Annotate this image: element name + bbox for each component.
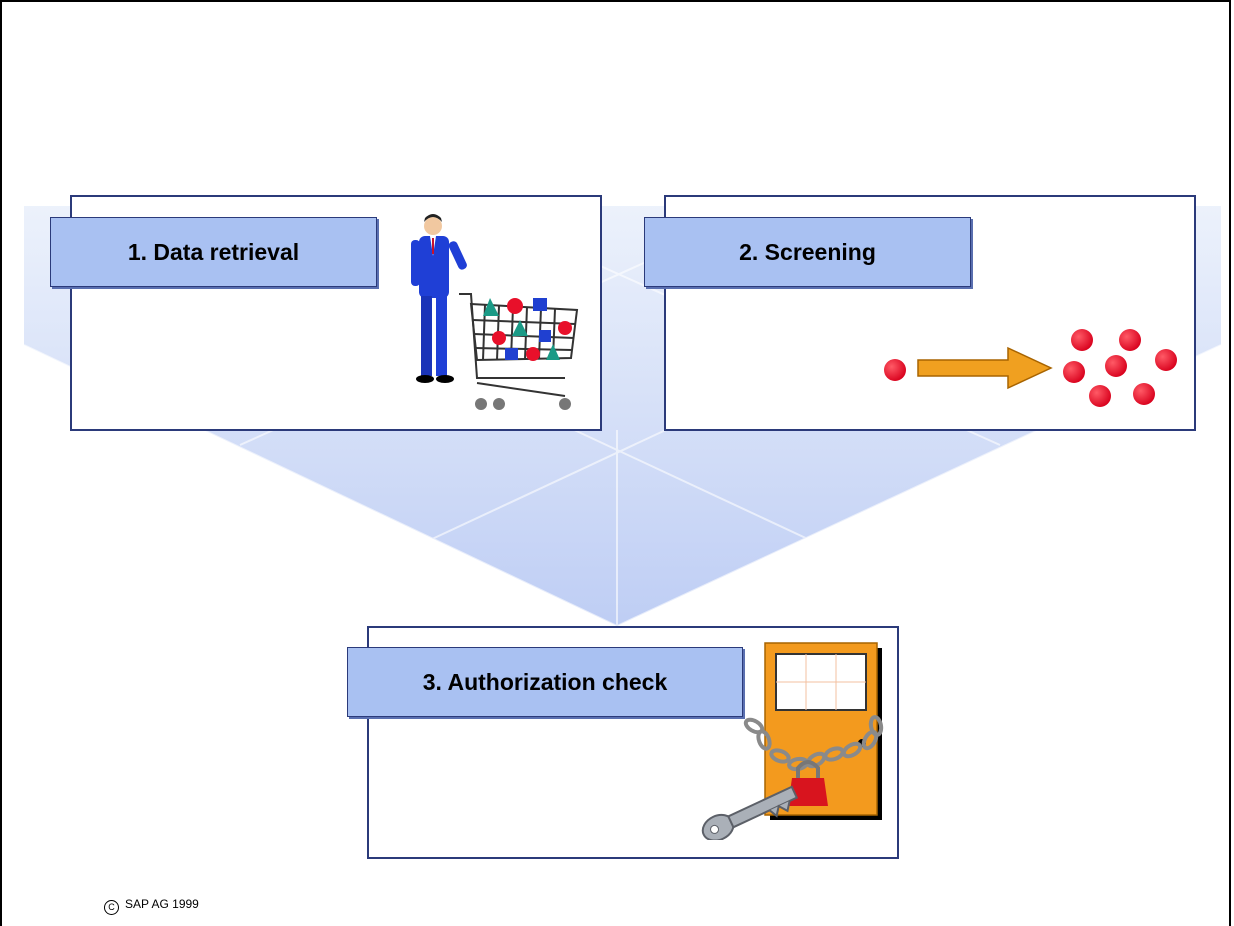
step-1-label: 1. Data retrieval (50, 217, 377, 287)
step-2-label: 2. Screening (644, 217, 971, 287)
filter-arrow-dots-icon (884, 329, 1177, 407)
locked-door-key-icon (701, 642, 884, 840)
step-3-label: 3. Authorization check (347, 647, 743, 717)
copyright-icon: C (104, 900, 119, 915)
copyright-text: SAP AG 1999 (125, 897, 199, 911)
copyright-footer: C SAP AG 1999 (104, 897, 199, 915)
shopper-with-cart-icon (411, 214, 579, 410)
